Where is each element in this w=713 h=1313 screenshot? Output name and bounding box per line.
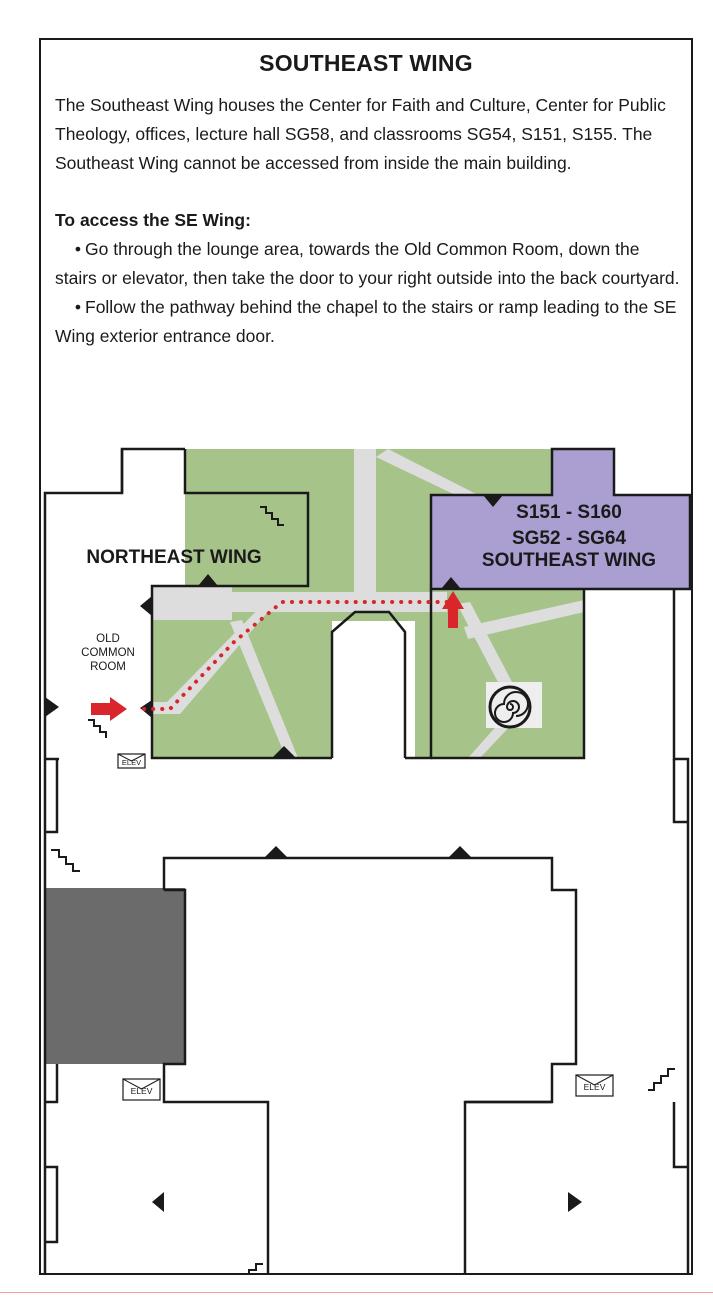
svg-text:OLD: OLD <box>96 633 120 645</box>
door-marker-icon <box>140 596 152 616</box>
elevator-icon: ELEV <box>117 753 146 769</box>
door-marker-icon <box>483 495 503 507</box>
old-common-room-label: OLD COMMON ROOM <box>81 633 135 673</box>
door-marker-icon <box>198 574 218 586</box>
bullet-icon: • <box>74 297 81 317</box>
svg-text:COMMON: COMMON <box>81 647 135 659</box>
door-marker-icon <box>45 697 59 717</box>
building-walls <box>43 447 690 1273</box>
door-marker-icon <box>568 1192 582 1212</box>
svg-text:S151 - S160: S151 - S160 <box>516 502 622 523</box>
northeast-wing-label: NORTHEAST WING <box>86 547 261 568</box>
map-frame: SOUTHEAST WING The Southeast Wing houses… <box>39 38 693 1275</box>
door-marker-icon <box>441 577 461 589</box>
elevator-icon: ELEV <box>122 1078 161 1101</box>
floor-map: ELEV ELEV ELEV NORTHEAST <box>43 447 691 1273</box>
arrow-icon <box>442 591 464 628</box>
access-step-text: Go through the lounge area, towards the … <box>55 239 680 288</box>
elevator-label: ELEV <box>584 1082 606 1092</box>
svg-text:SG52 - SG64: SG52 - SG64 <box>512 528 626 549</box>
stairs-icon <box>248 1263 263 1273</box>
elevator-label: ELEV <box>122 758 141 767</box>
svg-text:SOUTHEAST WING: SOUTHEAST WING <box>482 550 656 571</box>
walkways <box>152 449 584 758</box>
access-steps: •Go through the lounge area, towards the… <box>55 235 685 351</box>
bottom-rule <box>0 1292 713 1293</box>
labyrinth-icon <box>488 685 532 729</box>
bullet-icon: • <box>74 239 81 259</box>
door-marker-icon <box>448 846 472 858</box>
svg-text:ROOM: ROOM <box>90 661 126 673</box>
door-markers <box>45 495 582 1212</box>
access-step: •Follow the pathway behind the chapel to… <box>55 293 685 351</box>
stairs-icon <box>88 719 107 738</box>
elevator-label: ELEV <box>131 1086 153 1096</box>
door-marker-icon <box>272 746 296 758</box>
stairs-icon <box>51 849 80 872</box>
southeast-wing-area <box>429 447 691 591</box>
arrow-icon <box>91 697 127 721</box>
stairs-icon <box>260 506 284 526</box>
access-step: •Go through the lounge area, towards the… <box>55 235 685 293</box>
southeast-wing-label: S151 - S160 SG52 - SG64 SOUTHEAST WING <box>482 502 656 571</box>
page-title: SOUTHEAST WING <box>259 50 473 76</box>
access-step-text: Follow the pathway behind the chapel to … <box>55 297 677 346</box>
stairs-icon <box>648 1068 675 1091</box>
access-heading: To access the SE Wing: <box>55 210 251 230</box>
shaded-area <box>45 888 185 1064</box>
route-path <box>142 600 449 711</box>
door-marker-icon <box>152 1192 164 1212</box>
elevator-icon: ELEV <box>575 1074 614 1097</box>
door-marker-icon <box>264 846 288 858</box>
intro-paragraph: The Southeast Wing houses the Center for… <box>55 95 666 173</box>
